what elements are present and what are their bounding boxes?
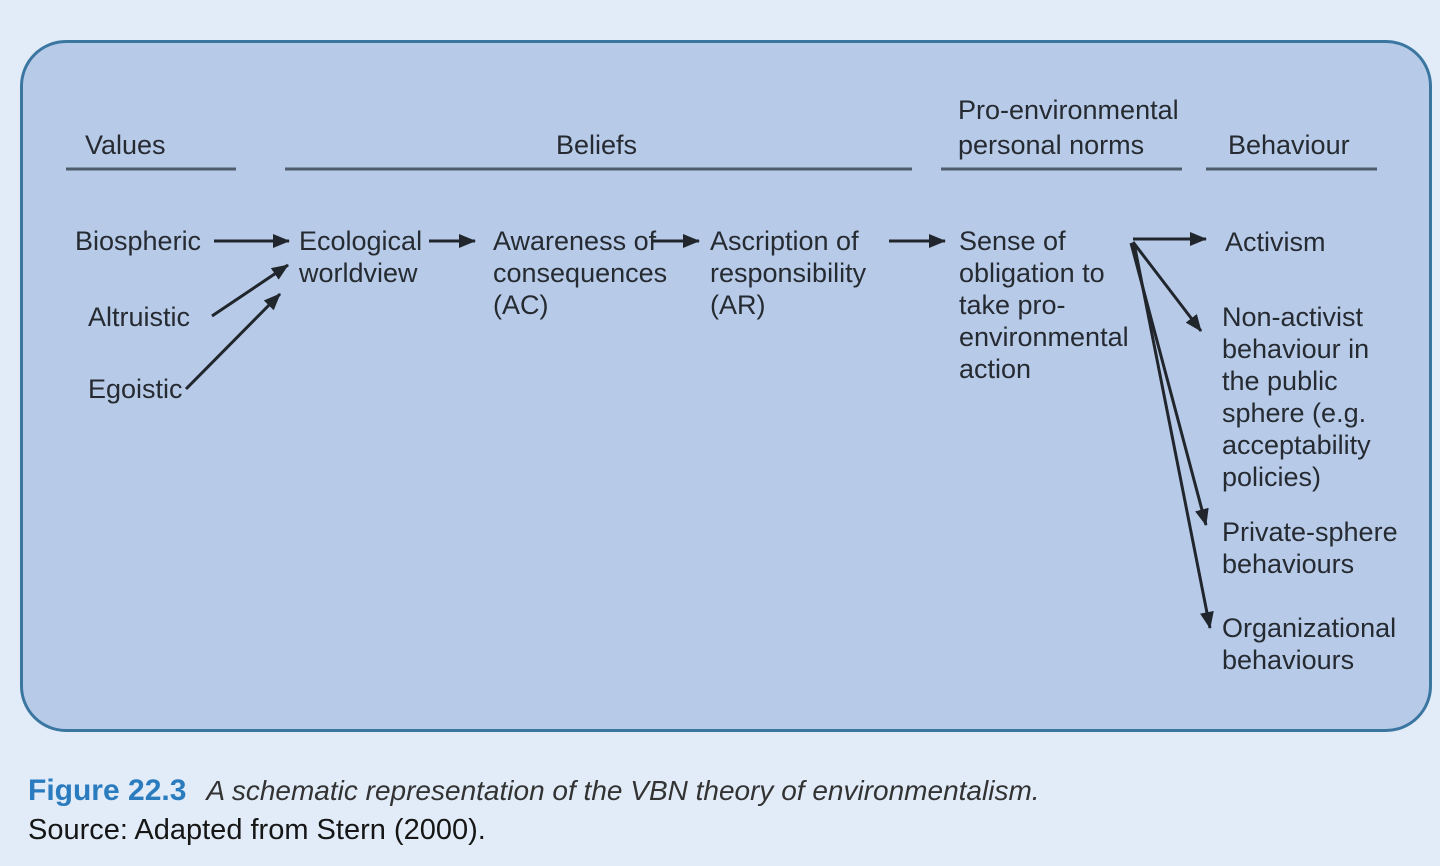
column-header-values: Values — [85, 130, 166, 160]
column-header-behaviour: Behaviour — [1228, 130, 1350, 160]
figure-number: Figure 22.3 — [28, 774, 187, 807]
diagram-panel — [20, 40, 1432, 732]
node-altruistic: Altruistic — [88, 302, 191, 332]
figure-source: Source: Adapted from Stern (2000). — [28, 814, 486, 846]
node-activism: Activism — [1225, 227, 1326, 257]
figure-title: A schematic representation of the VBN th… — [206, 775, 1040, 806]
node-biospheric: Biospheric — [75, 226, 202, 256]
node-egoistic: Egoistic — [88, 374, 183, 404]
column-header-beliefs: Beliefs — [556, 130, 638, 160]
figure-caption: Figure 22.3 A schematic representation of… — [28, 774, 1040, 808]
